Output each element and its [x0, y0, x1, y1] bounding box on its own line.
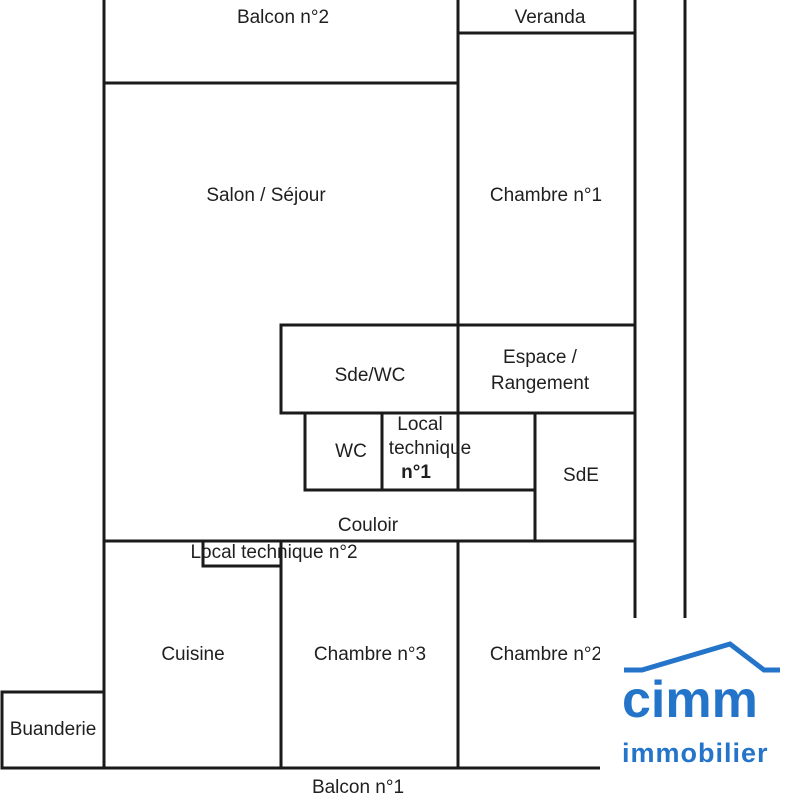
- room-label-local-technique-2: Local technique n°2: [190, 542, 357, 563]
- logo-name: cimm: [622, 671, 758, 729]
- room-label-balcon-2: Balcon n°2: [237, 7, 329, 28]
- room-label-chambre-1: Chambre n°1: [490, 185, 602, 206]
- roof-icon: [624, 641, 780, 673]
- room-label-local-technique-1-line2: technique: [389, 438, 471, 459]
- room-label-local-technique-1-line3: n°1: [401, 462, 431, 483]
- room-label-chambre-3: Chambre n°3: [314, 644, 426, 665]
- room-label-cuisine: Cuisine: [161, 644, 224, 665]
- room-label-balcon-1: Balcon n°1: [312, 777, 404, 798]
- room-label-sde: SdE: [563, 465, 599, 486]
- room-label-couloir: Couloir: [338, 515, 399, 536]
- room-label-local-technique-1-line1: Local: [397, 414, 442, 435]
- walls: [0, 0, 687, 800]
- room-label-salon-sejour: Salon / Séjour: [206, 185, 326, 206]
- room-label-wc: WC: [335, 441, 367, 462]
- room-label-espace-rangement-line2: Rangement: [491, 373, 590, 394]
- logo-subtitle: immobilier: [622, 738, 769, 768]
- room-label-sde-wc: Sde/WC: [335, 365, 406, 386]
- room-label-chambre-2: Chambre n°2: [490, 644, 602, 665]
- room-label-espace-rangement-line1: Espace /: [503, 347, 578, 368]
- cimm-logo: cimm immobilier: [600, 618, 800, 800]
- room-label-buanderie: Buanderie: [10, 719, 97, 740]
- room-labels: Balcon n°2 Veranda Salon / Séjour Chambr…: [10, 7, 602, 798]
- room-label-veranda: Veranda: [515, 7, 586, 28]
